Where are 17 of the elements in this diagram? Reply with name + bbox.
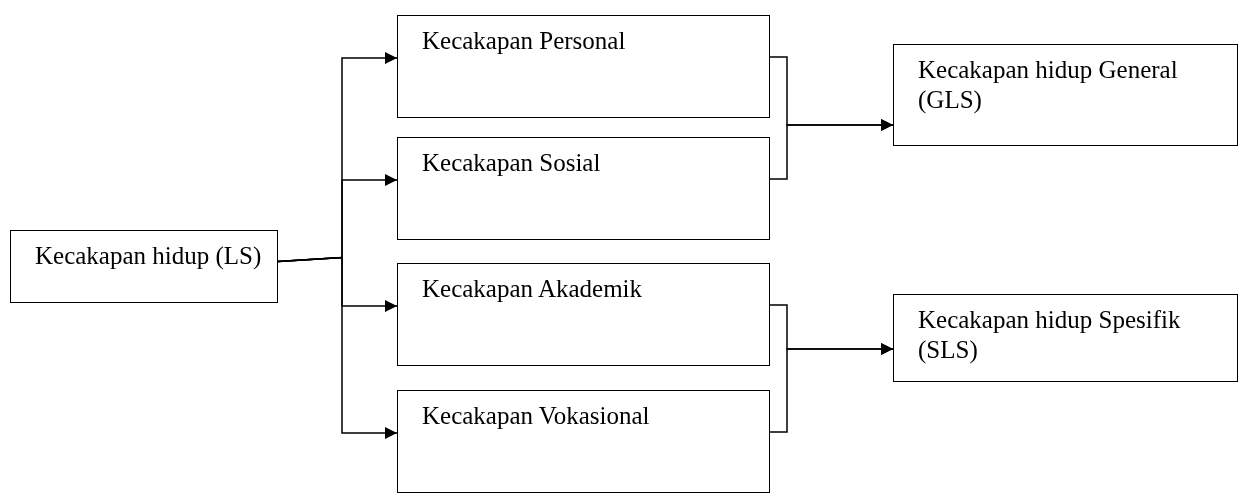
arrow: [769, 119, 894, 180]
box-label: Kecakapan Sosial: [422, 148, 602, 178]
process-box: [397, 137, 770, 240]
process-box: [10, 230, 278, 303]
box-label: Kecakapan hidup Spesifik (SLS): [918, 305, 1182, 365]
process-box: [397, 263, 770, 366]
process-box: [893, 294, 1238, 382]
process-box: [397, 390, 770, 493]
process-box: [397, 15, 770, 118]
box-label: Kecakapan Vokasional: [422, 401, 651, 431]
box-label: Kecakapan hidup (LS): [35, 241, 263, 271]
box-label: Kecakapan Akademik: [422, 274, 644, 304]
box-label: Kecakapan hidup General (GLS): [918, 55, 1179, 115]
box-label: Kecakapan Personal: [422, 26, 627, 56]
arrow: [769, 343, 894, 433]
process-box: [893, 44, 1238, 146]
arrow: [277, 256, 398, 439]
